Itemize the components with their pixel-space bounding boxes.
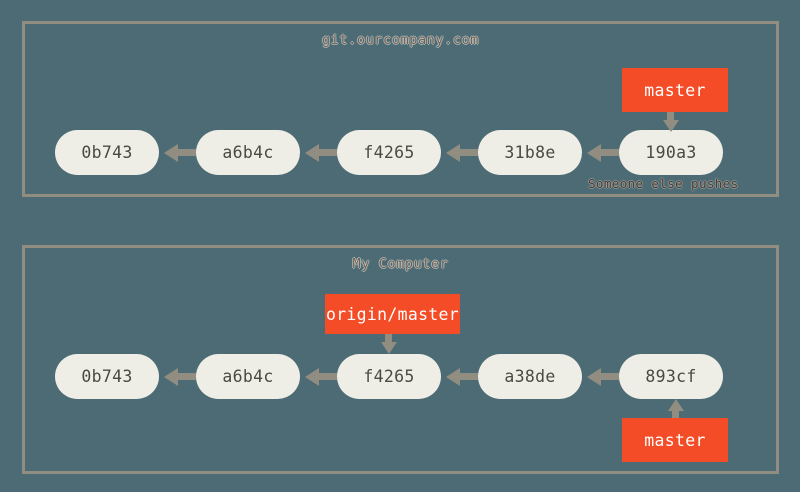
annotation-someone-else-pushes: Someone else pushes [588, 176, 739, 191]
parent-arrow [600, 373, 619, 380]
ref-pointer-arrow [385, 334, 392, 343]
ref-pointer-arrow [667, 112, 674, 121]
ref-label-master: master [622, 418, 728, 462]
parent-arrow [318, 149, 337, 156]
commit-node: f4265 [337, 130, 441, 175]
commit-node: a6b4c [196, 354, 300, 399]
commit-node: a6b4c [196, 130, 300, 175]
commit-node: 0b743 [55, 354, 159, 399]
ref-label-origin-master: origin/master [325, 294, 460, 334]
commit-node: a38de [478, 354, 582, 399]
commit-node: f4265 [337, 354, 441, 399]
commit-node: 0b743 [55, 130, 159, 175]
panel-remote-repository: git.ourcompany.com [22, 21, 779, 197]
parent-arrow [459, 149, 478, 156]
commit-node: 31b8e [478, 130, 582, 175]
parent-arrow [318, 373, 337, 380]
panel-local-title: My Computer [352, 256, 449, 272]
ref-pointer-arrow [672, 410, 679, 418]
parent-arrow [177, 149, 196, 156]
parent-arrow [459, 373, 478, 380]
ref-label-master: master [622, 68, 728, 112]
parent-arrow [600, 149, 619, 156]
commit-node: 893cf [619, 354, 723, 399]
parent-arrow [177, 373, 196, 380]
commit-node: 190a3 [619, 130, 723, 175]
panel-local-repository: My Computer [22, 245, 779, 474]
panel-remote-title: git.ourcompany.com [321, 32, 480, 48]
